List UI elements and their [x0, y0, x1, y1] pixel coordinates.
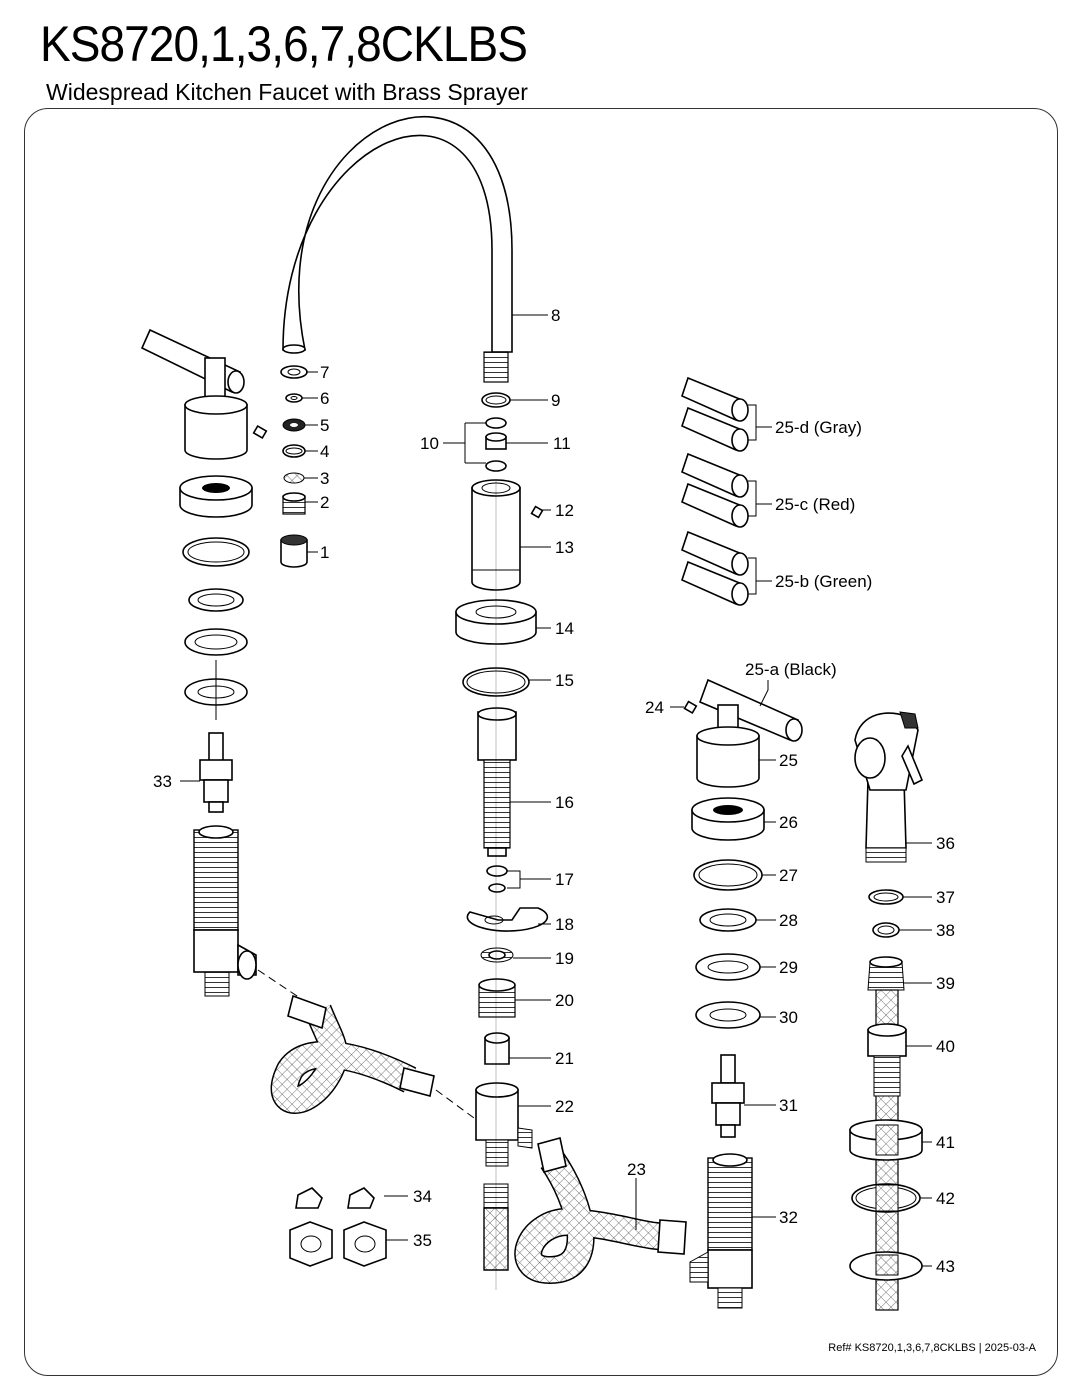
- callout-6: 6: [320, 389, 329, 408]
- model-title: KS8720,1,3,6,7,8CKLBS: [40, 16, 528, 72]
- sprayer-base: [849, 1119, 923, 1281]
- sprayer-head: [854, 711, 924, 863]
- center-stack: [455, 392, 549, 1271]
- callout-28: 28: [779, 911, 798, 930]
- callout-32: 32: [779, 1208, 798, 1227]
- callout-34: 34: [413, 1187, 432, 1206]
- sprayer-washers: [868, 889, 904, 938]
- left-set-screw: [252, 424, 268, 440]
- callout-37: 37: [936, 888, 955, 907]
- aerator-stack: [280, 365, 308, 568]
- callout-33: 33: [153, 772, 172, 791]
- callout-4: 4: [320, 442, 329, 461]
- callout-11: 11: [553, 434, 571, 453]
- callout-25-d: 25-d (Gray): [775, 418, 862, 437]
- callout-16: 16: [555, 793, 574, 812]
- reference-number: Ref# KS8720,1,3,6,7,8CKLBS | 2025-03-A: [828, 1342, 1036, 1354]
- right-valve-body: [689, 1153, 753, 1309]
- callout-labels: 7 6 5 4 3 2 1 8 9 10 11 12 13 14 15 16 1…: [153, 306, 955, 1276]
- callout-22: 22: [555, 1097, 574, 1116]
- callout-36: 36: [936, 834, 955, 853]
- callout-43: 43: [936, 1257, 955, 1276]
- callout-14: 14: [555, 619, 574, 638]
- left-handle-lever: [140, 328, 245, 401]
- left-o-ring: [182, 537, 250, 567]
- callout-3: 3: [320, 469, 329, 488]
- leader-lines: [180, 314, 932, 1267]
- left-flange: [179, 475, 253, 518]
- callout-39: 39: [936, 974, 955, 993]
- callout-10: 10: [420, 434, 439, 453]
- callout-18: 18: [555, 915, 574, 934]
- right-washers: [695, 908, 761, 1029]
- callout-30: 30: [779, 1008, 798, 1027]
- callout-27: 27: [779, 866, 798, 885]
- callout-23: 23: [627, 1160, 646, 1179]
- callout-9: 9: [551, 391, 560, 410]
- callout-25: 25: [779, 751, 798, 770]
- callout-35: 35: [413, 1231, 432, 1250]
- compression-ferrules: [295, 1187, 375, 1209]
- callout-41: 41: [936, 1133, 955, 1152]
- callout-19: 19: [555, 949, 574, 968]
- callout-2: 2: [320, 493, 329, 512]
- left-washers: [184, 588, 248, 706]
- callout-42: 42: [936, 1189, 955, 1208]
- left-cartridge: [199, 732, 233, 813]
- right-set-screw: [683, 700, 698, 715]
- callout-12: 12: [555, 501, 574, 520]
- right-flange: [691, 797, 765, 841]
- callout-15: 15: [555, 671, 574, 690]
- right-handle-body: [696, 726, 760, 788]
- diagram-frame: [24, 108, 1058, 1376]
- handle-options: [681, 376, 749, 606]
- callout-29: 29: [779, 958, 798, 977]
- callout-7: 7: [320, 363, 329, 382]
- left-supply-hose: [270, 994, 435, 1114]
- callout-21: 21: [555, 1049, 574, 1068]
- left-valve-body: [193, 825, 257, 997]
- callout-38: 38: [936, 921, 955, 940]
- callout-26: 26: [779, 813, 798, 832]
- callout-25-b: 25-b (Green): [775, 572, 872, 591]
- callout-25-a: 25-a (Black): [745, 660, 837, 679]
- left-handle-body: [184, 395, 248, 460]
- callout-24: 24: [645, 698, 664, 717]
- callout-8: 8: [551, 306, 560, 325]
- product-subtitle: Widespread Kitchen Faucet with Brass Spr…: [46, 79, 528, 105]
- callout-25-c: 25-c (Red): [775, 495, 855, 514]
- spout: [282, 115, 513, 383]
- callout-5: 5: [320, 416, 329, 435]
- callout-40: 40: [936, 1037, 955, 1056]
- right-cartridge: [711, 1054, 745, 1138]
- callout-31: 31: [779, 1096, 798, 1115]
- right-supply-hose: [514, 1137, 687, 1285]
- callout-20: 20: [555, 991, 574, 1010]
- callout-17: 17: [555, 870, 574, 889]
- compression-nuts: [289, 1221, 387, 1267]
- callout-1: 1: [320, 543, 329, 562]
- callout-13: 13: [555, 538, 574, 557]
